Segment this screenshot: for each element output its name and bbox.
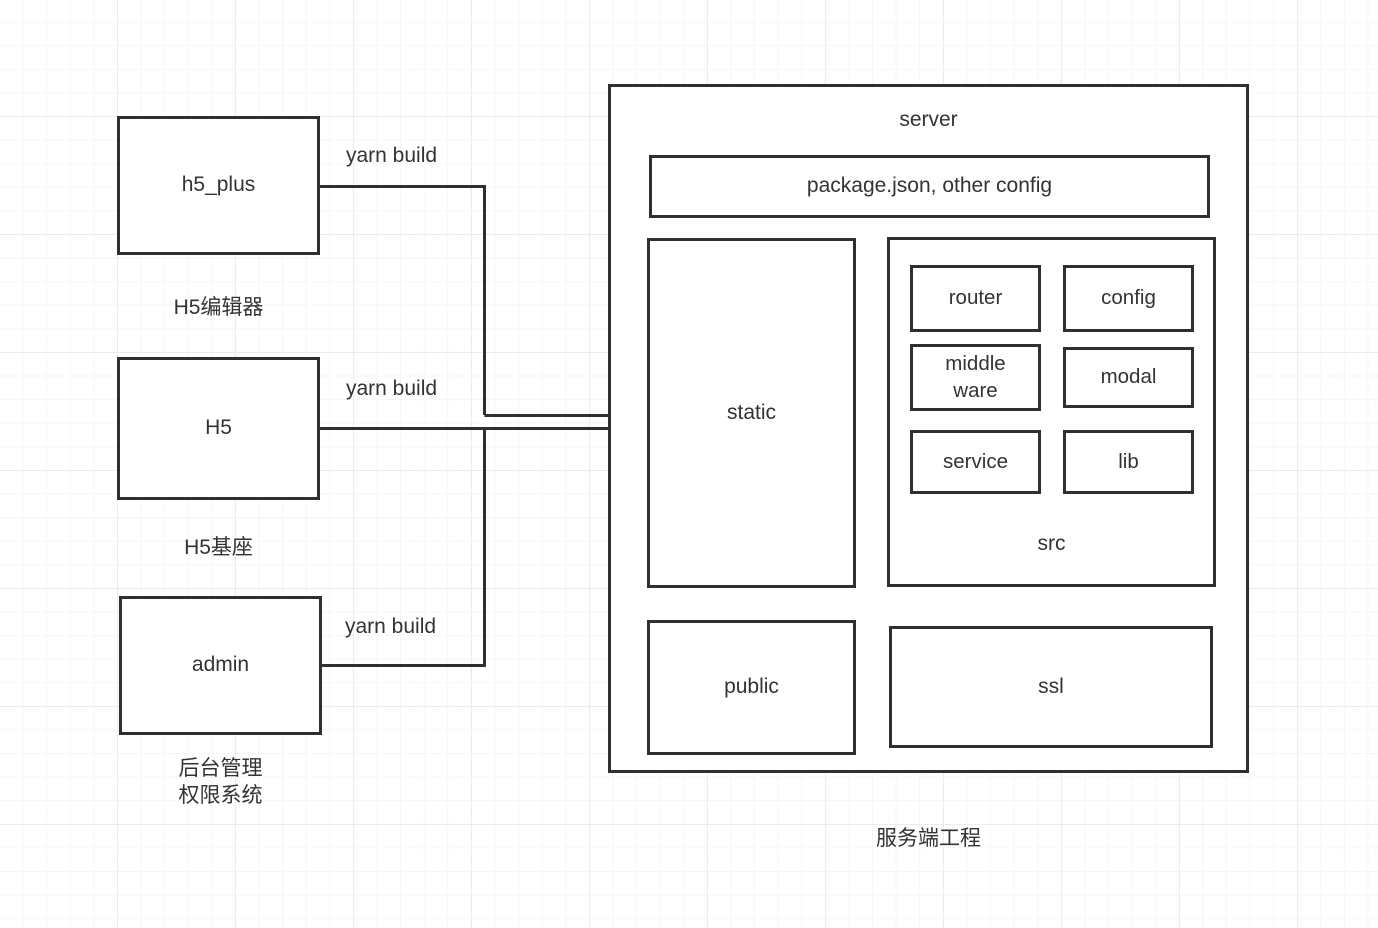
node-public-label: public: [724, 675, 779, 699]
node-static-label: static: [726, 400, 776, 424]
group-src-title: src: [1037, 532, 1066, 556]
node-config[interactable]: config: [1063, 265, 1194, 332]
node-admin[interactable]: admin: [119, 596, 322, 735]
node-ssl-label: ssl: [1038, 674, 1064, 698]
node-admin-label: admin: [191, 653, 250, 677]
node-service-label: service: [943, 449, 1008, 473]
caption-admin: 后台管理 权限系统: [178, 757, 263, 808]
caption-h5-plus: H5编辑器: [173, 296, 264, 319]
node-router-label: router: [948, 286, 1003, 310]
node-service[interactable]: service: [910, 430, 1041, 494]
group-server-title: server: [899, 108, 958, 131]
node-config-label: config: [1101, 286, 1156, 310]
node-h5-label: H5: [205, 416, 232, 440]
node-h5-plus[interactable]: h5_plus: [117, 116, 320, 255]
node-modal-label: modal: [1100, 365, 1157, 389]
node-package-config[interactable]: package.json, other config: [649, 155, 1210, 218]
node-h5-plus-label: h5_plus: [181, 173, 256, 197]
node-package-config-label: package.json, other config: [806, 174, 1053, 198]
node-public[interactable]: public: [647, 620, 856, 755]
node-middleware-label: middle ware: [945, 352, 1006, 402]
node-h5[interactable]: H5: [117, 357, 320, 500]
edge-label-h5: yarn build: [346, 377, 438, 400]
node-lib-label: lib: [1118, 449, 1139, 473]
node-ssl[interactable]: ssl: [889, 626, 1213, 748]
caption-server: 服务端工程: [876, 827, 981, 850]
caption-h5: H5基座: [184, 536, 253, 559]
node-lib[interactable]: lib: [1063, 430, 1194, 494]
node-modal[interactable]: modal: [1063, 347, 1194, 408]
node-middleware[interactable]: middle ware: [910, 344, 1041, 411]
node-static[interactable]: static: [647, 238, 856, 588]
node-router[interactable]: router: [910, 265, 1041, 332]
edge-label-admin: yarn build: [345, 615, 437, 638]
edge-label-h5-plus: yarn build: [346, 144, 438, 167]
